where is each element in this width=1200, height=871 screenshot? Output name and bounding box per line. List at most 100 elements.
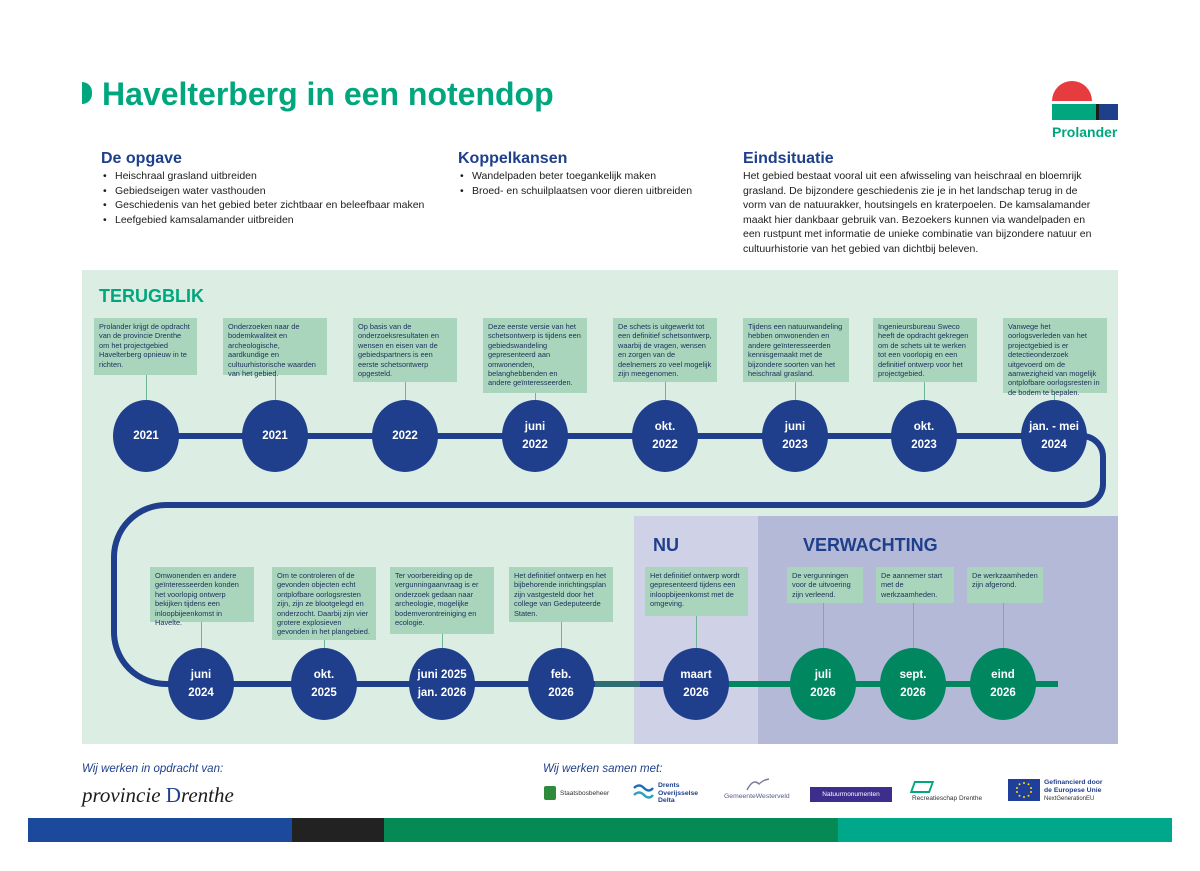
date-top: okt. (654, 421, 676, 433)
timeline-date: sept.2026 (880, 648, 946, 720)
date-bottom: 2024 (188, 687, 214, 699)
provincie-text-rest: renthe (180, 783, 234, 807)
partner-staatsbosbeheer: Staatsbosbeheer (544, 786, 609, 800)
date-bottom: 2021 (262, 430, 288, 442)
connector-line (665, 382, 666, 405)
prolander-logo-name: Prolander (1052, 124, 1118, 140)
timeline-date: jan. - mei 2024 (1021, 400, 1087, 472)
timeline-card: De schets is uitgewerkt tot een definiti… (613, 318, 717, 382)
timeline-card: Op basis van de onderzoeksresultaten en … (353, 318, 457, 382)
timeline-date: juni 2023 (762, 400, 828, 472)
date-bottom: 2022 (652, 439, 678, 451)
terugblik-label: TERUGBLIK (99, 286, 204, 306)
date-bottom: 2021 (133, 430, 159, 442)
date-bottom: 2022 (522, 439, 548, 451)
opgave-item: Gebiedseigen water vasthouden (101, 184, 424, 199)
footer-stripe-black (292, 818, 384, 842)
opgave-item: Heischraal grasland uitbreiden (101, 169, 424, 184)
date-top: eind (991, 669, 1015, 681)
partner-name: Natuurmonumenten (822, 791, 880, 798)
provincie-drenthe-logo: provincie Drenthe (82, 783, 234, 808)
connector-line (795, 382, 796, 405)
timeline-card: Ter voorbereiding op de vergunningaanvra… (390, 567, 494, 634)
opgave-item: Leefgebied kamsalamander uitbreiden (101, 213, 424, 228)
koppelkansen-list: Wandelpaden beter toegankelijk maken Bro… (458, 169, 692, 198)
timeline-date: 2022 (372, 400, 438, 472)
timeline-card: Ingenieursbureau Sweco heeft de opdracht… (873, 318, 977, 382)
date-top: juni (784, 421, 806, 433)
partner-westerveld: GemeenteWesterveld (724, 776, 790, 800)
footer-stripe-teal (838, 818, 1172, 842)
connector-line (1003, 603, 1004, 650)
timeline-card: Omwonenden en andere geïnteresseerden ko… (150, 567, 254, 627)
timeline-card: Het definitief ontwerp wordt gepresentee… (645, 567, 748, 616)
prolander-logo-bars (1052, 104, 1118, 120)
partner-name: Staatsbosbeheer (560, 789, 610, 797)
timeline-date: 2021 (242, 400, 308, 472)
partner-name-line: Drents (658, 782, 680, 789)
connector-line (924, 382, 925, 405)
westerveld-name: GemeenteWesterveld (724, 793, 790, 800)
date-top: feb. (550, 669, 572, 681)
connector-line (324, 640, 325, 650)
timeline-date: juli 2026 (790, 648, 856, 720)
opgave-heading: De opgave (101, 150, 182, 167)
date-bottom: 2022 (392, 430, 418, 442)
timeline-date: feb. 2026 (528, 648, 594, 720)
timeline-card: Deze eerste versie van het schetsontwerp… (483, 318, 587, 393)
date-bottom: 2025 (311, 687, 337, 699)
date-bottom: 2024 (1041, 439, 1067, 451)
prolander-logo-sun (1052, 81, 1092, 101)
timeline-card: De aannemer start met de werkzaamheden. (876, 567, 954, 603)
date-top: maart (680, 669, 712, 681)
title-marker (82, 82, 92, 104)
connector-line (696, 616, 697, 650)
timeline-card: De vergunningen voor de uitvoering zijn … (787, 567, 863, 603)
timeline-card: Om te controleren of de gevonden objecte… (272, 567, 376, 640)
connector-line (823, 603, 824, 650)
opdracht-label: Wij werken in opdracht van: (82, 763, 224, 775)
eu-line: NextGenerationEU (1044, 796, 1095, 802)
nu-label: NU (653, 535, 679, 555)
timeline-date: eind 2026 (970, 648, 1036, 720)
connector-line (1054, 393, 1055, 405)
timeline-card: Het definitief ontwerp en het bijbehoren… (509, 567, 613, 622)
footer-stripe-blue (28, 818, 292, 842)
footer-stripe-green (384, 818, 838, 842)
samen-label: Wij werken samen met: (543, 763, 663, 775)
date-bottom: 2026 (548, 687, 574, 699)
tree-icon (544, 786, 556, 800)
eu-text: Gefinancierd door de Europese Unie NextG… (1044, 779, 1103, 803)
date-top: jan. - mei (1029, 421, 1079, 433)
connector-line (275, 375, 276, 405)
bird-icon (746, 778, 769, 791)
eu-flag-icon (1008, 779, 1040, 801)
date-top: juni (524, 421, 546, 433)
timeline-date: okt.2023 (891, 400, 957, 472)
koppelkansen-section: Koppelkansen Wandelpaden beter toegankel… (458, 150, 692, 198)
partner-name: Recreatieschap Drenthe (912, 795, 983, 802)
date-bottom: 2023 (911, 439, 937, 451)
partner-name-part: Gemeente (724, 793, 756, 800)
koppelkansen-heading: Koppelkansen (458, 150, 568, 167)
partner-name-part: Westerveld (755, 793, 790, 800)
date-bottom: 2026 (990, 687, 1016, 699)
partner-eu: Gefinancierd door de Europese Unie NextG… (1008, 779, 1103, 803)
timeline-card: Vanwege het oorlogsverleden van het proj… (1003, 318, 1107, 397)
eindsituatie-section: Eindsituatie Het gebied bestaat vooral u… (743, 150, 1093, 256)
date-bottom: 2023 (782, 439, 808, 451)
date-top: juli (814, 669, 832, 681)
connector-line (146, 375, 147, 405)
timeline-card: De werkzaamheden zijn afgerond. (967, 567, 1043, 603)
koppelkansen-item: Wandelpaden beter toegankelijk maken (458, 169, 692, 184)
opgave-list: Heischraal grasland uitbreiden Gebiedsei… (101, 169, 424, 227)
date-bottom: 2026 (810, 687, 836, 699)
verwachting-label: VERWACHTING (803, 535, 938, 555)
partner-name-line: Overijsselse (658, 789, 699, 797)
timeline-date: juni 2022 (502, 400, 568, 472)
connector-line (442, 634, 443, 650)
